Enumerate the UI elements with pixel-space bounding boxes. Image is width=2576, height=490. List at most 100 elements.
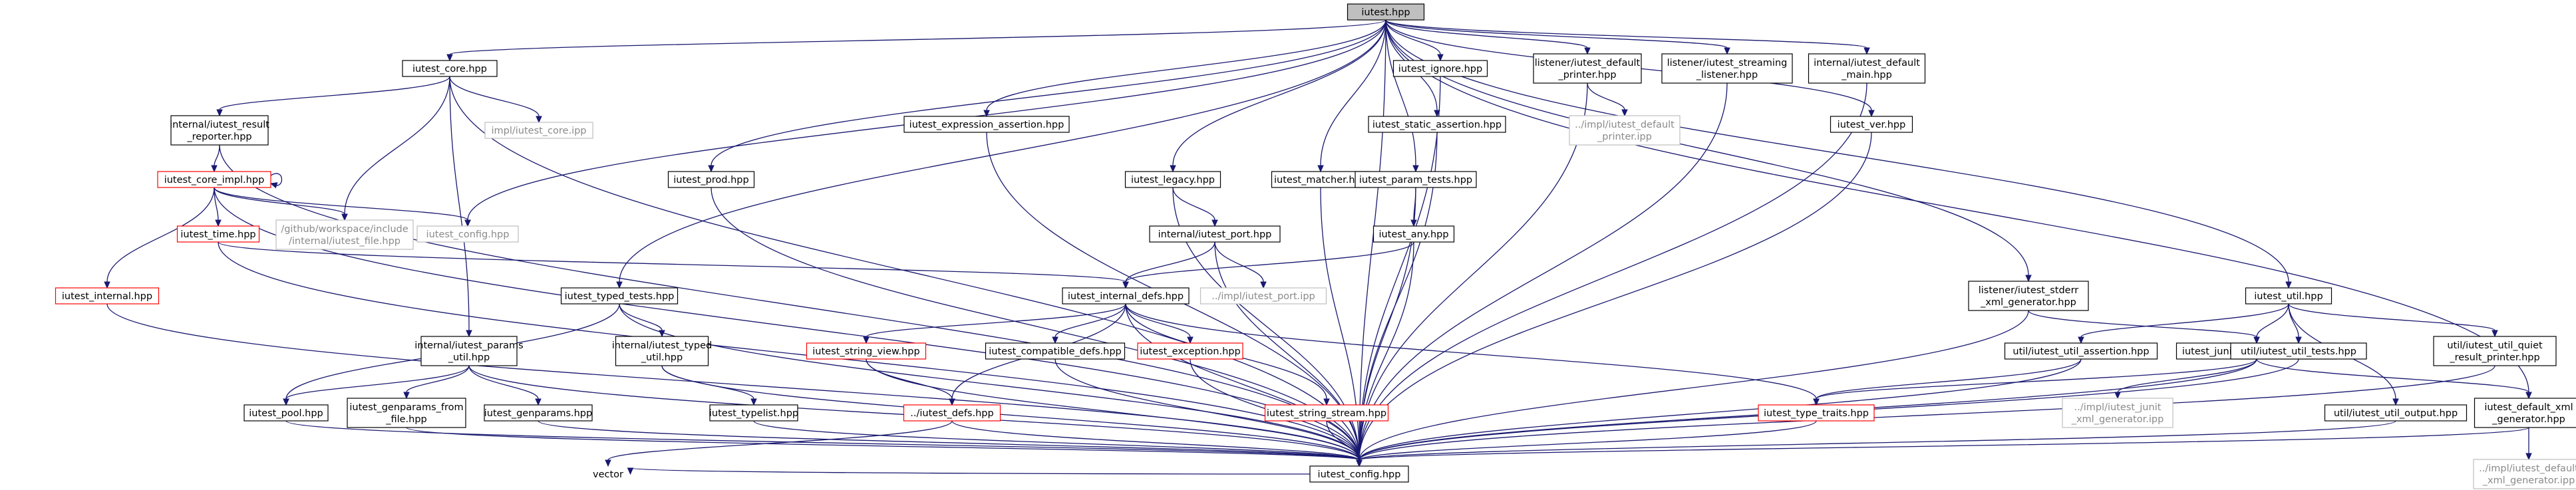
node-box — [1392, 60, 1488, 77]
edge-iutest_hpp-to-iutest_prod — [708, 19, 1386, 173]
edge-stderr_generator-to-iutest_config — [1356, 310, 2029, 467]
node-iutest-matcher[interactable]: iutest_matcher.hpp — [1271, 171, 1370, 188]
arrowhead-icon — [1323, 398, 1330, 406]
edge-typed_tests-to-iutest_config — [619, 303, 1363, 467]
node-string-view[interactable]: iutest_string_view.hpp — [806, 342, 927, 360]
arrowhead-icon — [949, 398, 955, 406]
node-streaming-listener[interactable]: listener/iutest_streaming_listener.hpp — [1661, 53, 1793, 84]
node-params-util[interactable]: internal/iutest_params_util.hpp — [414, 336, 524, 366]
node-iutest-config[interactable]: iutest_config.hpp — [1309, 465, 1409, 483]
node-label: listener/iutest_streaming — [1667, 58, 1788, 68]
node-label: _main.hpp — [1841, 70, 1892, 80]
node-result-reporter[interactable]: internal/iutest_result_reporter.hpp — [170, 115, 269, 146]
node-genparams-from-file[interactable]: iutest_genparams_from_file.hpp — [347, 398, 466, 428]
node-label: iutest_core_impl.hpp — [164, 175, 265, 185]
node-util-output[interactable]: util/iutest_util_output.hpp — [2324, 404, 2468, 422]
node-label: internal/iutest_typed — [612, 340, 712, 351]
edge-default_xml_generator-to-default_xml_ipp — [2525, 428, 2532, 461]
node-github-file[interactable]: /github/workspace/include/internal/iutes… — [275, 219, 414, 250]
node-iutest-pool[interactable]: iutest_pool.hpp — [243, 404, 329, 422]
node-box — [1968, 281, 2089, 311]
edge-junit_generator-to-junit_ipp — [2114, 358, 2257, 400]
node-box — [275, 219, 414, 250]
edge-genparams-to-iutest_config — [538, 420, 1363, 467]
node-junit-ipp[interactable]: ../impl/iutest_junit_xml_generator.ipp — [2062, 398, 2174, 428]
node-internal-defs[interactable]: iutest_internal_defs.hpp — [1062, 287, 1190, 305]
node-iutest-port[interactable]: internal/iutest_port.hpp — [1149, 225, 1281, 243]
node-typelist[interactable]: iutest_typelist.hpp — [709, 404, 798, 422]
arrowhead-icon — [1356, 459, 1363, 467]
node-typed-util[interactable]: internal/iutest_typed_util.hpp — [612, 336, 712, 366]
node-iutest-hpp[interactable]: iutest.hpp — [1347, 3, 1425, 21]
node-default-printer[interactable]: listener/iutest_default_printer.hpp — [1533, 53, 1642, 84]
edge-iutest_config-to-vector — [627, 467, 1311, 475]
node-box — [55, 287, 160, 305]
node-iutest-ver[interactable]: iutest_ver.hpp — [1830, 116, 1913, 133]
node-string-stream[interactable]: iutest_string_stream.hpp — [1264, 404, 1389, 422]
node-config-dim[interactable]: iutest_config.hpp — [416, 225, 519, 243]
node-util-assertion[interactable]: util/iutest_util_assertion.hpp — [2004, 342, 2158, 360]
node-static-assertion[interactable]: iutest_static_assertion.hpp — [1368, 116, 1506, 133]
node-iutest-core-impl[interactable]: iutest_core_impl.hpp — [157, 171, 271, 188]
node-default-xml-ipp[interactable]: ../impl/iutest_default_xml_generator.ipp — [2473, 459, 2576, 489]
node-label: iutest_expression_assertion.hpp — [909, 120, 1064, 130]
node-label: /internal/iutest_file.hpp — [289, 236, 401, 247]
node-box — [484, 404, 593, 422]
node-label: iutest_prod.hpp — [673, 175, 748, 185]
arrowhead-icon — [269, 182, 278, 189]
node-type-traits[interactable]: iutest_type_traits.hpp — [1758, 404, 1875, 422]
node-genparams[interactable]: iutest_genparams.hpp — [484, 404, 593, 422]
node-param-tests[interactable]: iutest_param_tests.hpp — [1355, 171, 1477, 188]
arrowhead-icon — [1052, 336, 1058, 344]
node-iutest-time[interactable]: iutest_time.hpp — [176, 225, 260, 243]
node-label: iutest_ignore.hpp — [1398, 64, 1482, 74]
arrowhead-icon — [104, 281, 110, 289]
edge-iutest_hpp-to-iutest_legacy — [1170, 19, 1386, 173]
node-default-printer-ipp[interactable]: ../impl/iutest_default_printer.ipp — [1569, 115, 1681, 146]
node-label: iutest_internal.hpp — [62, 291, 152, 302]
arrowhead-icon — [1317, 165, 1324, 173]
node-box — [402, 60, 498, 77]
node-vector: vector — [593, 469, 623, 480]
node-label: listener/iutest_stderr — [1979, 285, 2079, 296]
node-label: _printer.ipp — [1597, 132, 1652, 142]
node-impl-core-ipp[interactable]: impl/iutest_core.ipp — [484, 122, 593, 139]
node-box — [170, 115, 269, 146]
node-stderr-generator[interactable]: listener/iutest_stderr_xml_generator.hpp — [1968, 281, 2089, 311]
node-iutest-internal[interactable]: iutest_internal.hpp — [55, 287, 160, 305]
node-iutest-core-hpp[interactable]: iutest_core.hpp — [402, 60, 498, 77]
node-default-main[interactable]: internal/iutest_default_main.hpp — [1808, 53, 1926, 84]
node-label: _result_printer.hpp — [2449, 352, 2539, 363]
node-label: _reporter.hpp — [186, 132, 251, 142]
edge-iutest_core_impl-to-iutest_core_impl — [269, 173, 283, 189]
node-iutest-prod[interactable]: iutest_prod.hpp — [667, 171, 755, 188]
node-iutest-legacy[interactable]: iutest_legacy.hpp — [1124, 171, 1221, 188]
node-box — [903, 116, 1070, 133]
node-default-xml-generator[interactable]: iutest_default_xml_generator.hpp — [2474, 398, 2576, 428]
edge-iutest_core_impl-to-github_file — [214, 187, 348, 221]
node-label: util/iutest_util_tests.hpp — [2241, 346, 2356, 357]
node-iutest-util[interactable]: iutest_util.hpp — [2245, 287, 2333, 305]
edge-typed_util-to-typelist — [661, 365, 757, 406]
node-defs-hpp[interactable]: ../iutest_defs.hpp — [903, 404, 1001, 422]
edge-iutest_port-to-impl_port_ipp — [1214, 241, 1267, 289]
node-typed-tests[interactable]: iutest_typed_tests.hpp — [560, 287, 679, 305]
edge-iutest_port-to-internal_defs — [1122, 241, 1215, 289]
edge-iutest_core_hpp-to-github_file — [341, 76, 450, 221]
node-expression-assertion[interactable]: iutest_expression_assertion.hpp — [903, 116, 1070, 133]
node-label: internal/iutest_port.hpp — [1158, 229, 1272, 240]
edge-iutest_hpp-to-typed_tests — [616, 19, 1386, 289]
node-label: /github/workspace/include — [281, 224, 408, 235]
edge-iutest_hpp-to-default_printer — [1385, 19, 1591, 55]
node-label: iutest_config.hpp — [426, 229, 510, 240]
node-exception[interactable]: iutest_exception.hpp — [1137, 342, 1243, 360]
node-impl-port-ipp[interactable]: ../impl/iutest_port.ipp — [1200, 287, 1327, 305]
node-util-tests[interactable]: util/iutest_util_tests.hpp — [2230, 342, 2367, 360]
node-iutest-ignore[interactable]: iutest_ignore.hpp — [1392, 60, 1488, 77]
node-iutest-any[interactable]: iutest_any.hpp — [1372, 225, 1455, 243]
node-util-quiet[interactable]: util/iutest_util_quiet_result_printer.hp… — [2433, 336, 2557, 366]
node-compatible-defs[interactable]: iutest_compatible_defs.hpp — [985, 342, 1126, 360]
node-label: _xml_generator.ipp — [2071, 414, 2164, 425]
edge-iutest_core_impl-to-iutest_internal — [104, 187, 215, 289]
node-box — [347, 398, 466, 428]
